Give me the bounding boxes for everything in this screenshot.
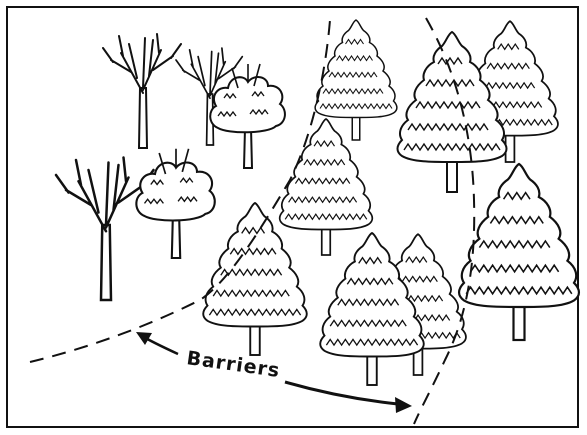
leafy-tree-icon — [136, 149, 214, 258]
bare-tree-icon — [103, 34, 181, 148]
barriers-label: Barriers — [185, 347, 281, 382]
bare-tree-icon — [56, 158, 154, 301]
leafy-tree-icon — [210, 64, 285, 168]
arrow-icon — [136, 332, 178, 354]
conifer-tree-icon — [459, 164, 579, 340]
arrow-icon — [285, 382, 412, 413]
